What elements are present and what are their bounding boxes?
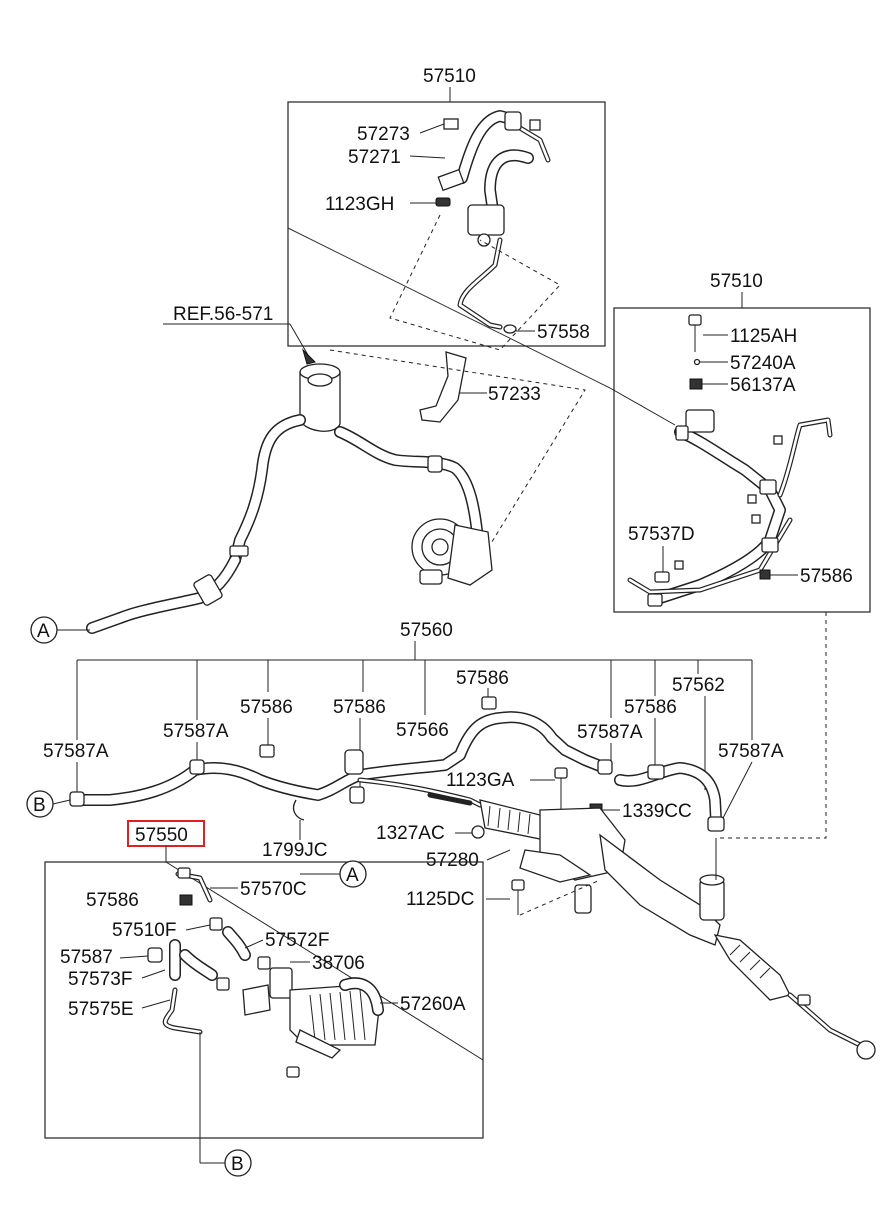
connector-b-label-left: B [33,795,46,816]
connector-a-label-top: A [37,621,50,642]
connector-b-left: B [26,790,71,818]
label-57510F[interactable]: 57510F [112,920,176,941]
right-group-frame [613,307,871,613]
label-57562[interactable]: 57562 [672,675,725,696]
label-1339CC[interactable]: 1339CC [622,801,692,822]
steering-gear-group: 1123GA 1339CC 1327AC 57280 1125DC [376,767,876,1060]
label-57587A-2[interactable]: 57587A [163,721,229,742]
label-57566[interactable]: 57566 [396,720,449,741]
label-ref-56-571[interactable]: REF.56-571 [173,304,273,325]
top-hose-assembly-group: 57510 57273 57271 1123GH 57558 [287,66,606,351]
label-38706[interactable]: 38706 [312,953,365,974]
label-57572F[interactable]: 57572F [265,930,329,951]
label-57260A[interactable]: 57260A [400,994,466,1015]
label-57570C[interactable]: 57570C [240,879,307,900]
label-57233[interactable]: 57233 [488,384,541,405]
label-57560[interactable]: 57560 [400,620,453,641]
label-57587A-1[interactable]: 57587A [43,741,109,762]
label-57587A-4[interactable]: 57587A [718,741,784,762]
label-57510-right[interactable]: 57510 [710,271,763,292]
right-pipe-assembly-group: 57510 1125AH 57240A 56137A 57537D 57586 [287,227,871,839]
label-56137A[interactable]: 56137A [730,375,796,396]
label-57550[interactable]: 57550 [135,825,188,846]
label-57537D[interactable]: 57537D [628,524,695,545]
label-57586-2[interactable]: 57586 [333,697,386,718]
label-57586-right[interactable]: 57586 [800,566,853,587]
label-57587[interactable]: 57587 [60,947,113,968]
label-1799JC[interactable]: 1799JC [262,840,328,861]
label-57586-1[interactable]: 57586 [240,697,293,718]
label-57510-top[interactable]: 57510 [423,66,476,87]
connector-b-lower: B [224,1149,252,1177]
connector-a-label-lower: A [346,865,359,886]
cooler-group-frame [44,861,484,1139]
label-57273[interactable]: 57273 [357,124,410,145]
connector-a-top: A [30,616,90,644]
label-57586-3[interactable]: 57586 [456,668,509,689]
label-1327AC[interactable]: 1327AC [376,823,445,844]
label-1123GH[interactable]: 1123GH [325,194,394,215]
label-57271[interactable]: 57271 [348,147,401,168]
label-57573F[interactable]: 57573F [68,969,132,990]
cooler-group: 57550 A 57570C 57586 57510F 57572F 57587… [44,820,484,1164]
top-group-frame [287,101,606,347]
label-57586-4[interactable]: 57586 [624,697,677,718]
label-57280[interactable]: 57280 [426,850,479,871]
label-1123GA[interactable]: 1123GA [446,770,515,791]
main-hose-group: 57560 57587A 57587A 57586 57586 57566 57… [43,620,784,861]
label-57587A-3[interactable]: 57587A [577,722,643,743]
label-57558[interactable]: 57558 [537,322,590,343]
label-57586-cooler[interactable]: 57586 [86,890,139,911]
label-57240A[interactable]: 57240A [730,353,796,374]
label-1125AH[interactable]: 1125AH [730,326,797,347]
label-57575E[interactable]: 57575E [68,999,134,1020]
connector-b-label-lower: B [231,1154,244,1175]
reservoir-pump-group: REF.56-571 57233 [86,304,586,634]
label-1125DC[interactable]: 1125DC [406,889,474,910]
